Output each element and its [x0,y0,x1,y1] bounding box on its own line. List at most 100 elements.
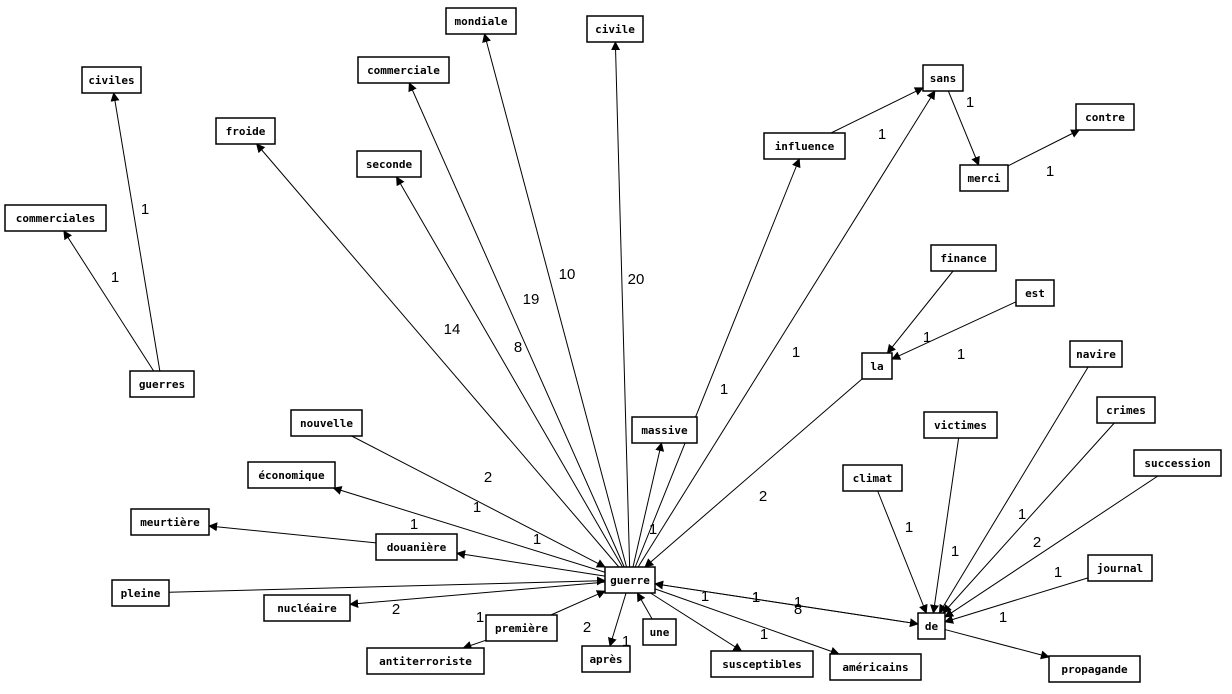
node-nouvelle[interactable]: nouvelle [290,409,363,437]
node-civiles[interactable]: civiles [81,66,142,94]
node-pleine[interactable]: pleine [111,579,170,607]
node-box-guerre [604,566,656,594]
node-label-premiere: première [495,622,548,635]
node-guerres[interactable]: guerres [129,370,195,398]
node-label-journal: journal [1097,562,1143,575]
node-victimes[interactable]: victimes [923,411,998,439]
node-succession[interactable]: succession [1133,449,1222,477]
edges-layer [63,33,1159,660]
node-label-guerres: guerres [139,378,185,391]
node-label-contre: contre [1085,111,1125,124]
edge-weight-premiere-guerre: 1 [476,609,484,626]
edge-weight-guerre-massive: 1 [649,521,657,538]
edge-guerre-commerciale [408,82,625,568]
edge-weight-guerre-mondiale: 10 [559,266,576,283]
node-box-crimes [1096,396,1156,424]
node-box-mondiale [445,7,517,35]
node-seconde[interactable]: seconde [356,150,422,178]
node-americains[interactable]: américains [829,653,922,681]
edge-weight-influence-sans: 1 [878,126,886,143]
edge-weight-guerres-civiles: 1 [141,201,149,218]
node-froide[interactable]: froide [215,117,276,145]
edge-climat-de [877,490,928,614]
edge-weight-sans-merci: 1 [966,94,974,111]
node-civile[interactable]: civile [586,15,644,43]
node-label-economique: économique [258,469,325,482]
overlap-weight-label: 1 [794,594,802,611]
node-box-influence [763,132,846,160]
node-box-civile [586,15,644,43]
node-propagande[interactable]: propagande [1048,655,1141,683]
node-box-merci [959,164,1009,192]
node-box-de [917,612,946,640]
edge-succession-de [944,475,1159,618]
node-commerciales[interactable]: commerciales [4,204,107,232]
node-label-de: de [925,620,939,633]
node-label-commerciales: commerciales [16,212,95,225]
node-label-douaniere: douanière [387,541,447,554]
edge-guerre-froide [256,143,620,568]
node-economique[interactable]: économique [247,461,336,489]
node-premiere[interactable]: première [485,614,558,642]
edge-weight-une-guerre: 1 [622,633,630,650]
edge-weight-guerre-douaniere: 1 [533,531,541,548]
edge-sans-merci [947,90,980,166]
node-box-succession [1133,449,1222,477]
edge-merci-contre [1007,129,1081,167]
node-label-est: est [1025,287,1045,300]
node-antiterroriste[interactable]: antiterroriste [366,647,485,675]
node-box-guerres [129,370,195,398]
node-douaniere[interactable]: douanière [375,533,458,561]
edge-de-propagande [944,629,1050,660]
node-sans[interactable]: sans [922,64,964,92]
node-crimes[interactable]: crimes [1096,396,1156,424]
node-label-une: une [650,626,670,639]
edge-premiere-guerre [550,590,606,616]
edge-weight-victimes-de: 1 [951,543,959,560]
edge-guerre-seconde [396,176,623,568]
node-box-climat [842,464,903,492]
edge-weight-merci-contre: 1 [1046,163,1054,180]
node-nucleaire[interactable]: nucléaire [263,594,351,622]
node-box-apres [581,645,631,673]
node-apres[interactable]: après [581,645,631,673]
edge-weight-guerre-americains: 1 [760,626,768,643]
node-une[interactable]: une [642,618,677,646]
node-label-influence: influence [775,140,835,153]
node-climat[interactable]: climat [842,464,903,492]
node-finance[interactable]: finance [930,244,997,272]
node-la[interactable]: la [861,352,893,380]
node-est[interactable]: est [1015,279,1055,307]
node-label-sans: sans [930,72,957,85]
node-commerciale[interactable]: commerciale [357,56,450,84]
node-box-antiterroriste [366,647,485,675]
node-label-victimes: victimes [934,419,987,432]
edge-la-guerre [644,378,863,568]
node-box-est [1015,279,1055,307]
edge-navire-de [938,366,1089,614]
node-influence[interactable]: influence [763,132,846,160]
node-meurtiere[interactable]: meurtière [130,508,210,536]
node-guerre[interactable]: guerre [604,566,656,594]
node-contre[interactable]: contre [1075,103,1135,131]
node-susceptibles[interactable]: susceptibles [710,650,814,678]
edge-premiere-antiterroriste [462,639,487,650]
node-box-massive [631,416,698,444]
node-box-journal [1087,554,1153,582]
node-mondiale[interactable]: mondiale [445,7,517,35]
node-box-meurtiere [130,508,210,536]
node-label-climat: climat [853,472,893,485]
node-label-mondiale: mondiale [455,15,508,28]
edge-crimes-de [942,422,1115,614]
node-massive[interactable]: massive [631,416,698,444]
overlap-weight-label: 8 [794,601,802,618]
edge-weight-guerre-civile: 20 [628,271,645,288]
node-journal[interactable]: journal [1087,554,1153,582]
edge-guerre-influence [634,158,801,568]
node-de[interactable]: de [917,612,946,640]
node-navire[interactable]: navire [1069,340,1123,368]
node-merci[interactable]: merci [959,164,1009,192]
edge-une-guerre [636,592,653,620]
node-box-americains [829,653,922,681]
